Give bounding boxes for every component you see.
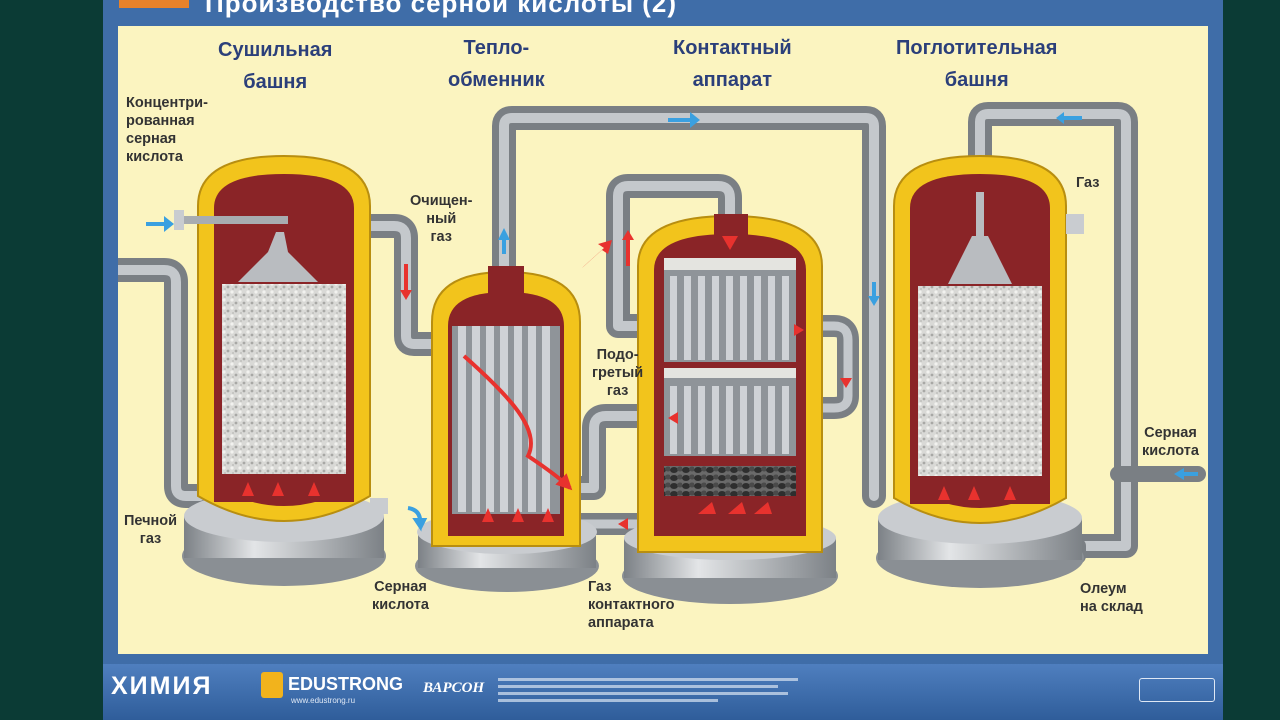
footer-fine-print-line: [498, 699, 718, 702]
heat-exchanger: [415, 266, 599, 592]
header-contact-apparatus: Контактный аппарат: [673, 37, 792, 91]
label-conc-acid: Концентри- рованная серная кислота: [126, 95, 208, 165]
label-purified-gas: Очищен- ный газ: [410, 193, 473, 245]
header-drying-tower: Сушильная башня: [218, 39, 333, 93]
label-furnace-gas: Печной газ: [124, 513, 178, 547]
label-acid-in: Серная кислота: [1142, 425, 1199, 459]
arrow-red: [242, 230, 1016, 530]
drying-tower: [174, 154, 388, 586]
footer-right-logo-icon: [1139, 678, 1215, 702]
footer-brand: ХИМИЯ: [111, 672, 213, 700]
pipe-network: [118, 102, 1206, 564]
label-gas: Газ: [1076, 175, 1100, 191]
footer-logo-sub: www.edustrong.ru: [291, 696, 356, 705]
footer-fine-print-line: [498, 678, 798, 681]
label-oleum: Олеум на склад: [1080, 581, 1143, 615]
title-tab: [119, 0, 189, 8]
label-heated-gas: Подо- гретый газ: [592, 347, 644, 399]
contact-apparatus: [622, 214, 838, 604]
header-heat-exchanger: Тепло- обменник: [448, 37, 545, 91]
label-contact-gas: Газ контактного аппарата: [588, 579, 675, 631]
label-acid-out: Серная кислота: [372, 579, 429, 613]
footer-fine-print-line: [498, 685, 778, 688]
pipe-furnace-gas: [118, 258, 212, 508]
footer-fine-print-line: [498, 692, 788, 695]
poster-footer: ХИМИЯ EDUSTRONG www.edustrong.ru ВАРСОН: [103, 664, 1223, 720]
title-strip: Производство серной кислоты (2): [103, 0, 1223, 20]
footer-publisher: ВАРСОН: [423, 680, 485, 696]
diagram-panel: Сушильная башня Тепло- обменник Контактн…: [118, 26, 1208, 654]
process-diagram: [118, 102, 1206, 604]
absorption-tower: [876, 154, 1084, 588]
flow-arrows: [146, 112, 1198, 532]
footer-logo-text: EDUSTRONG: [288, 674, 404, 694]
pipe-exchanger-to-contact: [564, 404, 655, 500]
header-absorption-tower: Поглотительная башня: [896, 37, 1058, 91]
arrow-blue: [146, 112, 1198, 532]
poster: Производство серной кислоты (2): [103, 0, 1223, 720]
edustrong-logo-icon: [261, 672, 283, 698]
poster-title: Производство серной кислоты (2): [205, 0, 678, 18]
